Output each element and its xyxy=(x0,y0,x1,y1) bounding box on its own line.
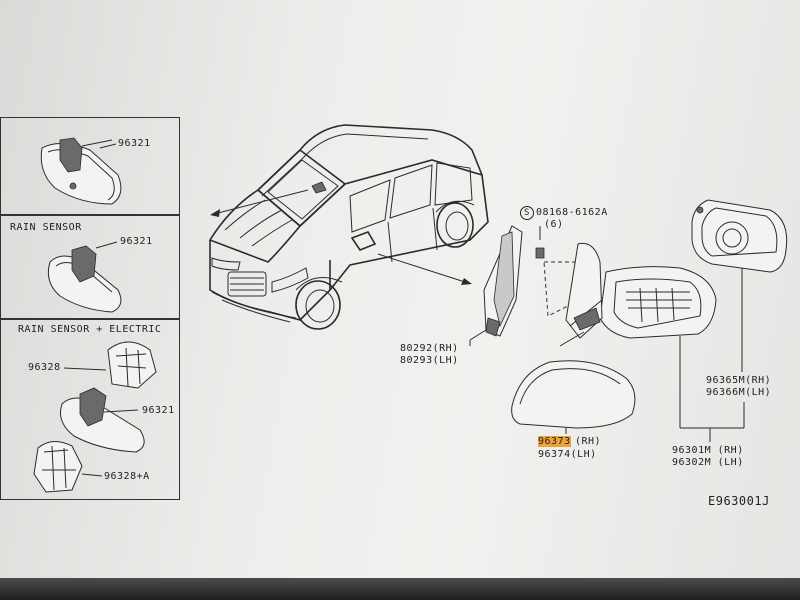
diagram-code: E963001J xyxy=(708,494,770,508)
inset1-mirror-drawing xyxy=(40,137,122,205)
pointer-arrows xyxy=(210,189,472,285)
inset-panel-rain-sensor-electric xyxy=(0,318,180,500)
mirror-base-drawing xyxy=(469,225,523,346)
cap-rh-suffix: (RH) xyxy=(575,436,602,447)
glass-rh-label: 96365M(RH) xyxy=(706,375,772,386)
inset-panel-rearview-mirror xyxy=(0,117,180,216)
inset3-cover-a-label: 96328+A xyxy=(104,471,150,482)
inset3-title: RAIN SENSOR + ELECTRIC xyxy=(18,324,162,335)
screw-part-label: 08168-6162A xyxy=(536,207,608,218)
inset2-part-label: 96321 xyxy=(120,236,153,247)
cap-lh-label: 96374(LH) xyxy=(538,449,597,460)
cap-rh-part-highlighted: 96373 xyxy=(538,436,571,447)
assembly-lh-label: 96302M (LH) xyxy=(672,457,744,468)
leader-lines xyxy=(679,268,745,442)
car-illustration xyxy=(208,124,489,330)
screw-circle-mark: S xyxy=(520,206,534,220)
mirror-assembly-drawing xyxy=(559,242,717,347)
inset3-mirror-label: 96321 xyxy=(142,405,175,416)
screw-drawing xyxy=(535,226,545,259)
inset3-drawings xyxy=(33,341,157,493)
assembly-rh-label: 96301M (RH) xyxy=(672,445,744,456)
glass-lh-label: 96366M(LH) xyxy=(706,387,772,398)
base-rh-label: 80292(RH) xyxy=(400,343,459,354)
inset3-cover-label: 96328 xyxy=(28,362,61,373)
inset1-part-label: 96321 xyxy=(118,138,151,149)
inset2-title: RAIN SENSOR xyxy=(10,222,82,233)
inset-panel-rain-sensor xyxy=(0,214,180,320)
screw-qty-label: (6) xyxy=(544,219,564,230)
mirror-cap-drawing xyxy=(511,360,636,434)
inset2-mirror-drawing xyxy=(47,241,122,313)
monitor-bezel xyxy=(0,578,800,600)
base-lh-label: 80293(LH) xyxy=(400,355,459,366)
mirror-glass-drawing xyxy=(691,199,788,273)
